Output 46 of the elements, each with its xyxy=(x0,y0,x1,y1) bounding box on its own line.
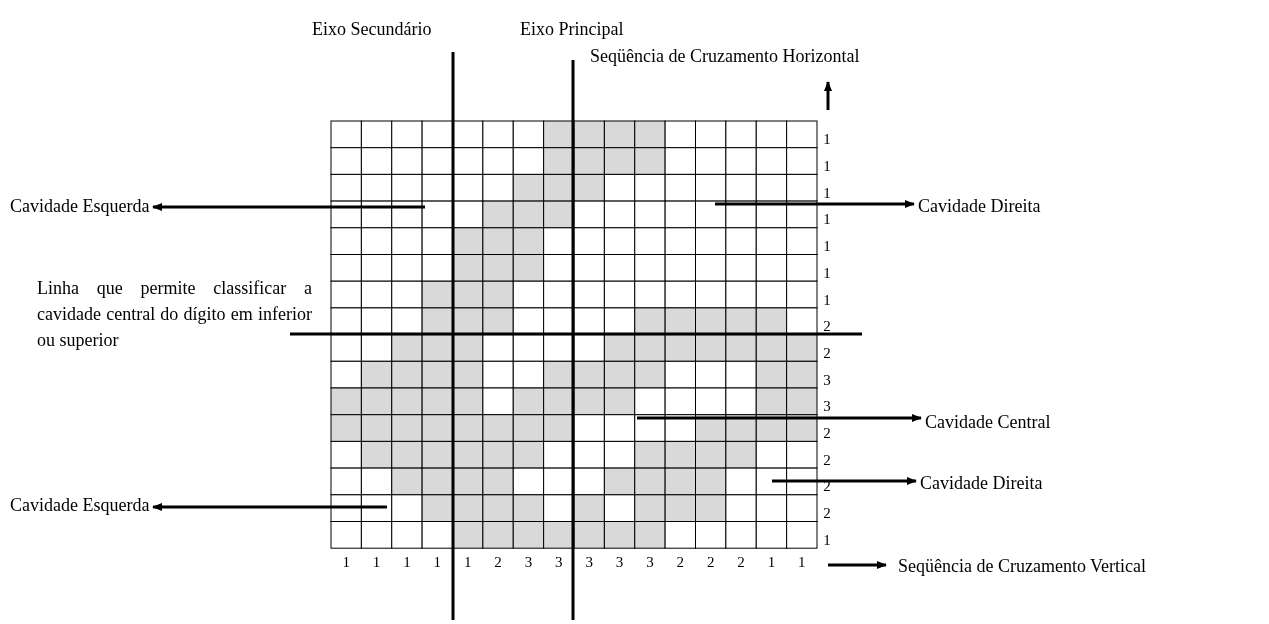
row-count: 2 xyxy=(822,317,832,336)
column-count: 1 xyxy=(402,553,412,571)
row-count: 2 xyxy=(822,424,832,443)
arrow xyxy=(715,200,915,208)
column-count: 3 xyxy=(554,553,564,571)
column-count: 3 xyxy=(645,553,655,571)
arrow xyxy=(152,203,425,211)
sequence-label: Seqüência de Cruzamento Vertical xyxy=(898,555,1147,577)
arrow xyxy=(152,503,387,511)
row-count: 1 xyxy=(822,290,832,309)
axis-label: Eixo Secundário xyxy=(312,18,432,40)
row-count: 1 xyxy=(822,130,832,149)
column-count: 1 xyxy=(766,553,777,571)
arrow xyxy=(637,414,922,422)
axis-label: Eixo Principal xyxy=(520,18,624,40)
column-count: 2 xyxy=(705,553,716,571)
row-count: 1 xyxy=(822,210,832,229)
cavity-label: Cavidade Esquerda xyxy=(10,494,150,516)
row-count: 1 xyxy=(822,183,832,202)
cavity-label: Cavidade Direita xyxy=(920,472,1043,494)
row-count: 2 xyxy=(822,504,832,523)
cavity-label: Cavidade Direita xyxy=(918,195,1041,217)
cavity-label: Cavidade Esquerda xyxy=(10,195,150,217)
sequence-label: Seqüência de Cruzamento Horizontal xyxy=(590,45,860,67)
arrow xyxy=(772,477,917,485)
row-count: 2 xyxy=(822,450,832,469)
row-count: 1 xyxy=(822,157,832,176)
column-count: 1 xyxy=(797,553,807,571)
row-count: 3 xyxy=(822,397,832,416)
column-count: 2 xyxy=(675,553,686,571)
row-count: 2 xyxy=(822,343,832,362)
column-count: 1 xyxy=(462,553,473,571)
row-count: 3 xyxy=(822,370,832,389)
classification-note: Linha que permite classificar a cavidade central do dígito em inferior ou superior xyxy=(37,277,312,352)
column-count: 3 xyxy=(523,553,534,571)
column-count: 1 xyxy=(371,553,382,571)
cavity-label: Cavidade Central xyxy=(925,411,1051,433)
column-count: 3 xyxy=(584,553,594,571)
column-count: 2 xyxy=(736,553,746,571)
column-count: 3 xyxy=(614,553,625,571)
row-count: 1 xyxy=(822,530,832,549)
column-count: 1 xyxy=(432,553,443,571)
column-count: 2 xyxy=(493,553,503,571)
row-count: 1 xyxy=(822,263,832,282)
row-count: 1 xyxy=(822,237,832,256)
column-count: 1 xyxy=(341,553,351,571)
